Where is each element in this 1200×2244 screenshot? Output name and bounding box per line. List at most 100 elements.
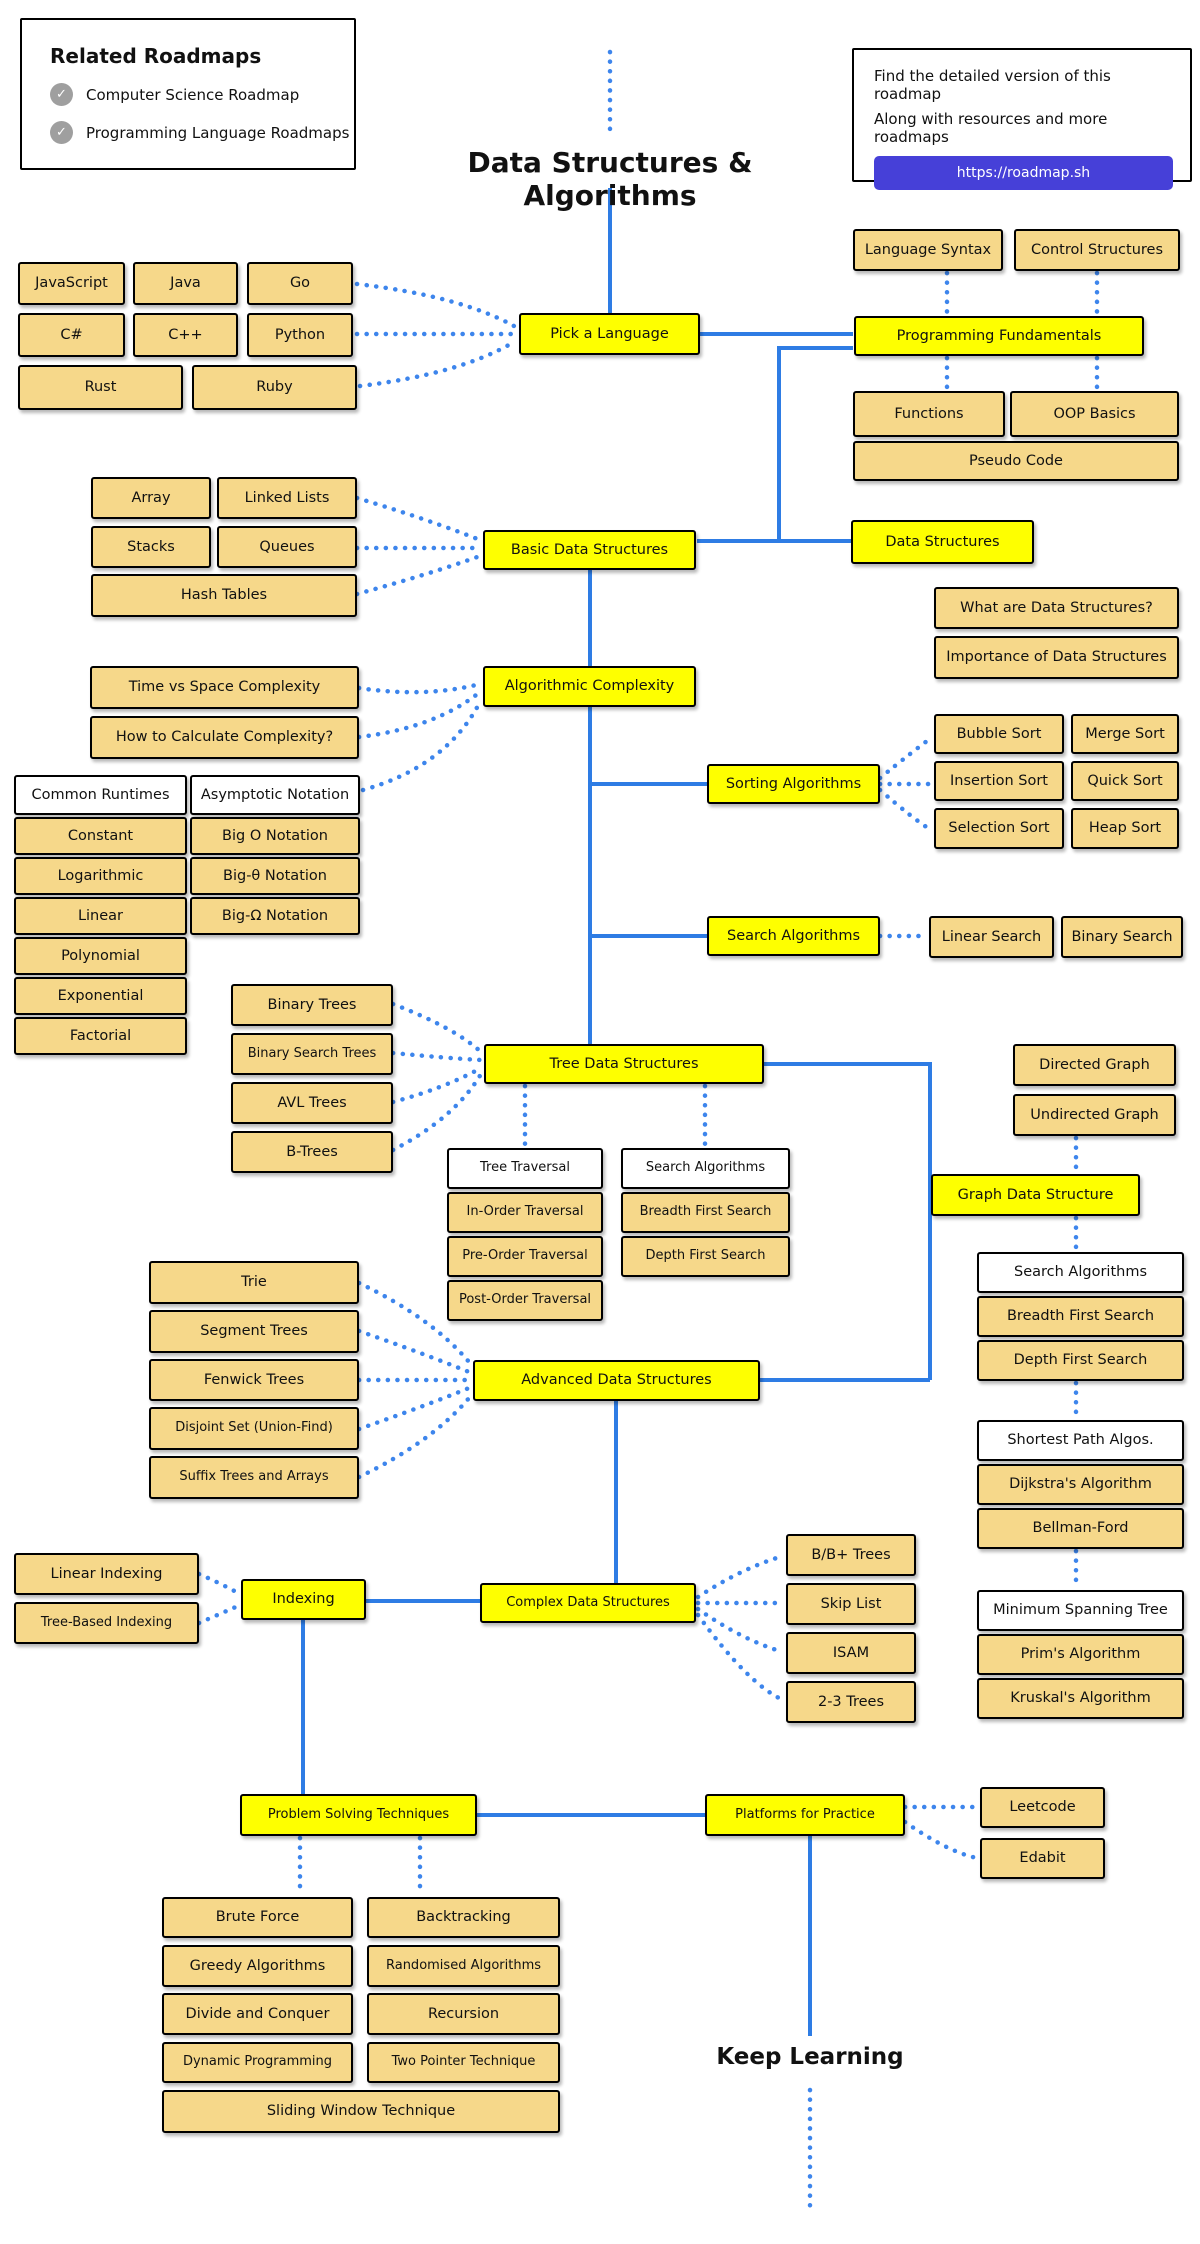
- node-binary-search[interactable]: Binary Search: [1061, 916, 1183, 958]
- node-cpp[interactable]: C++: [133, 313, 238, 357]
- node-dynamic-programming[interactable]: Dynamic Programming: [162, 2042, 353, 2083]
- node-heap-sort[interactable]: Heap Sort: [1071, 808, 1179, 849]
- node-prims-algorithm[interactable]: Prim's Algorithm: [977, 1634, 1184, 1675]
- node-stacks[interactable]: Stacks: [91, 526, 211, 568]
- node-basic-data-structures[interactable]: Basic Data Structures: [483, 530, 696, 570]
- node-greedy-algorithms[interactable]: Greedy Algorithms: [162, 1945, 353, 1987]
- node-tree-based-indexing[interactable]: Tree-Based Indexing: [14, 1602, 199, 1644]
- node-indexing[interactable]: Indexing: [241, 1579, 366, 1620]
- node-dijkstras-algorithm[interactable]: Dijkstra's Algorithm: [977, 1464, 1184, 1505]
- related-roadmaps-panel: Related Roadmaps ✓ Computer Science Road…: [20, 18, 356, 170]
- node-how-to-calculate-complexity[interactable]: How to Calculate Complexity?: [90, 716, 359, 759]
- node-tree-data-structures[interactable]: Tree Data Structures: [484, 1044, 764, 1084]
- node-trie[interactable]: Trie: [149, 1261, 359, 1304]
- node-undirected-graph[interactable]: Undirected Graph: [1013, 1094, 1176, 1136]
- node-functions[interactable]: Functions: [853, 391, 1005, 437]
- node-linear-indexing[interactable]: Linear Indexing: [14, 1553, 199, 1595]
- related-roadmap-cs[interactable]: ✓ Computer Science Roadmap: [50, 83, 354, 106]
- node-polynomial[interactable]: Polynomial: [14, 937, 187, 975]
- node-control-structures[interactable]: Control Structures: [1014, 229, 1180, 271]
- node-rust[interactable]: Rust: [18, 365, 183, 410]
- node-pseudo-code[interactable]: Pseudo Code: [853, 441, 1179, 481]
- node-constant[interactable]: Constant: [14, 817, 187, 855]
- node-quick-sort[interactable]: Quick Sort: [1071, 761, 1179, 801]
- node-post-order-traversal[interactable]: Post-Order Traversal: [447, 1280, 603, 1321]
- related-roadmap-pl[interactable]: ✓ Programming Language Roadmaps: [50, 121, 354, 144]
- node-go[interactable]: Go: [247, 262, 353, 305]
- node-skip-list[interactable]: Skip List: [786, 1583, 916, 1625]
- node-language-syntax[interactable]: Language Syntax: [853, 229, 1003, 271]
- node-graph-depth-first-search[interactable]: Depth First Search: [977, 1340, 1184, 1381]
- node-insertion-sort[interactable]: Insertion Sort: [934, 761, 1064, 801]
- node-kruskals-algorithm[interactable]: Kruskal's Algorithm: [977, 1678, 1184, 1719]
- node-edabit[interactable]: Edabit: [980, 1838, 1105, 1879]
- node-segment-trees[interactable]: Segment Trees: [149, 1310, 359, 1353]
- node-brute-force[interactable]: Brute Force: [162, 1897, 353, 1938]
- node-recursion[interactable]: Recursion: [367, 1993, 560, 2035]
- node-b-trees[interactable]: B-Trees: [231, 1131, 393, 1173]
- node-two-pointer-technique[interactable]: Two Pointer Technique: [367, 2042, 560, 2083]
- node-importance-of-data-structures[interactable]: Importance of Data Structures: [934, 636, 1179, 679]
- node-isam[interactable]: ISAM: [786, 1632, 916, 1674]
- node-time-vs-space-complexity[interactable]: Time vs Space Complexity: [90, 666, 359, 709]
- node-in-order-traversal[interactable]: In-Order Traversal: [447, 1192, 603, 1233]
- node-bubble-sort[interactable]: Bubble Sort: [934, 714, 1064, 754]
- node-hash-tables[interactable]: Hash Tables: [91, 574, 357, 617]
- node-suffix-trees-and-arrays[interactable]: Suffix Trees and Arrays: [149, 1456, 359, 1499]
- node-divide-and-conquer[interactable]: Divide and Conquer: [162, 1993, 353, 2035]
- node-leetcode[interactable]: Leetcode: [980, 1787, 1105, 1828]
- node-problem-solving-techniques[interactable]: Problem Solving Techniques: [240, 1794, 477, 1836]
- node-array[interactable]: Array: [91, 477, 211, 519]
- node-binary-trees[interactable]: Binary Trees: [231, 984, 393, 1026]
- node-complex-data-structures[interactable]: Complex Data Structures: [480, 1583, 696, 1623]
- node-tree-depth-first-search[interactable]: Depth First Search: [621, 1236, 790, 1277]
- node-big-theta-notation[interactable]: Big-θ Notation: [190, 857, 360, 895]
- node-python[interactable]: Python: [247, 313, 353, 357]
- node-graph-breadth-first-search[interactable]: Breadth First Search: [977, 1296, 1184, 1337]
- node-selection-sort[interactable]: Selection Sort: [934, 808, 1064, 849]
- node-disjoint-set-union-find[interactable]: Disjoint Set (Union-Find): [149, 1407, 359, 1450]
- node-2-3-trees[interactable]: 2-3 Trees: [786, 1681, 916, 1723]
- node-pre-order-traversal[interactable]: Pre-Order Traversal: [447, 1236, 603, 1277]
- node-exponential[interactable]: Exponential: [14, 977, 187, 1015]
- node-search-algorithms[interactable]: Search Algorithms: [707, 916, 880, 956]
- node-fenwick-trees[interactable]: Fenwick Trees: [149, 1359, 359, 1401]
- node-linear-search[interactable]: Linear Search: [929, 916, 1054, 958]
- node-randomised-algorithms[interactable]: Randomised Algorithms: [367, 1945, 560, 1987]
- node-programming-fundamentals[interactable]: Programming Fundamentals: [854, 316, 1144, 356]
- node-advanced-data-structures[interactable]: Advanced Data Structures: [473, 1360, 760, 1401]
- node-bb-plus-trees[interactable]: B/B+ Trees: [786, 1534, 916, 1576]
- roadmap-sh-button[interactable]: https://roadmap.sh: [874, 156, 1173, 190]
- node-backtracking[interactable]: Backtracking: [367, 1897, 560, 1938]
- node-graph-data-structure[interactable]: Graph Data Structure: [931, 1174, 1140, 1216]
- check-icon: ✓: [50, 121, 73, 144]
- node-directed-graph[interactable]: Directed Graph: [1013, 1044, 1176, 1086]
- node-big-o-notation[interactable]: Big O Notation: [190, 817, 360, 855]
- node-csharp[interactable]: C#: [18, 313, 125, 357]
- node-big-omega-notation[interactable]: Big-Ω Notation: [190, 897, 360, 935]
- node-what-are-data-structures[interactable]: What are Data Structures?: [934, 587, 1179, 629]
- node-tree-breadth-first-search[interactable]: Breadth First Search: [621, 1192, 790, 1233]
- related-roadmaps-title: Related Roadmaps: [50, 44, 262, 68]
- node-merge-sort[interactable]: Merge Sort: [1071, 714, 1179, 754]
- node-sliding-window-technique[interactable]: Sliding Window Technique: [162, 2090, 560, 2133]
- node-data-structures[interactable]: Data Structures: [851, 520, 1034, 564]
- node-logarithmic[interactable]: Logarithmic: [14, 857, 187, 895]
- node-pick-a-language[interactable]: Pick a Language: [519, 313, 700, 355]
- node-linear[interactable]: Linear: [14, 897, 187, 935]
- node-sorting-algorithms[interactable]: Sorting Algorithms: [707, 764, 880, 804]
- node-oop-basics[interactable]: OOP Basics: [1010, 391, 1179, 437]
- node-bellman-ford[interactable]: Bellman-Ford: [977, 1508, 1184, 1549]
- node-javascript[interactable]: JavaScript: [18, 262, 125, 305]
- page-title: Data Structures & Algorithms: [467, 146, 753, 212]
- node-avl-trees[interactable]: AVL Trees: [231, 1082, 393, 1124]
- node-queues[interactable]: Queues: [217, 526, 357, 568]
- node-algorithmic-complexity[interactable]: Algorithmic Complexity: [483, 666, 696, 707]
- node-ruby[interactable]: Ruby: [192, 365, 357, 410]
- node-java[interactable]: Java: [133, 262, 238, 305]
- node-factorial[interactable]: Factorial: [14, 1017, 187, 1055]
- node-binary-search-trees[interactable]: Binary Search Trees: [231, 1033, 393, 1075]
- node-platforms-for-practice[interactable]: Platforms for Practice: [705, 1794, 905, 1836]
- node-linked-lists[interactable]: Linked Lists: [217, 477, 357, 519]
